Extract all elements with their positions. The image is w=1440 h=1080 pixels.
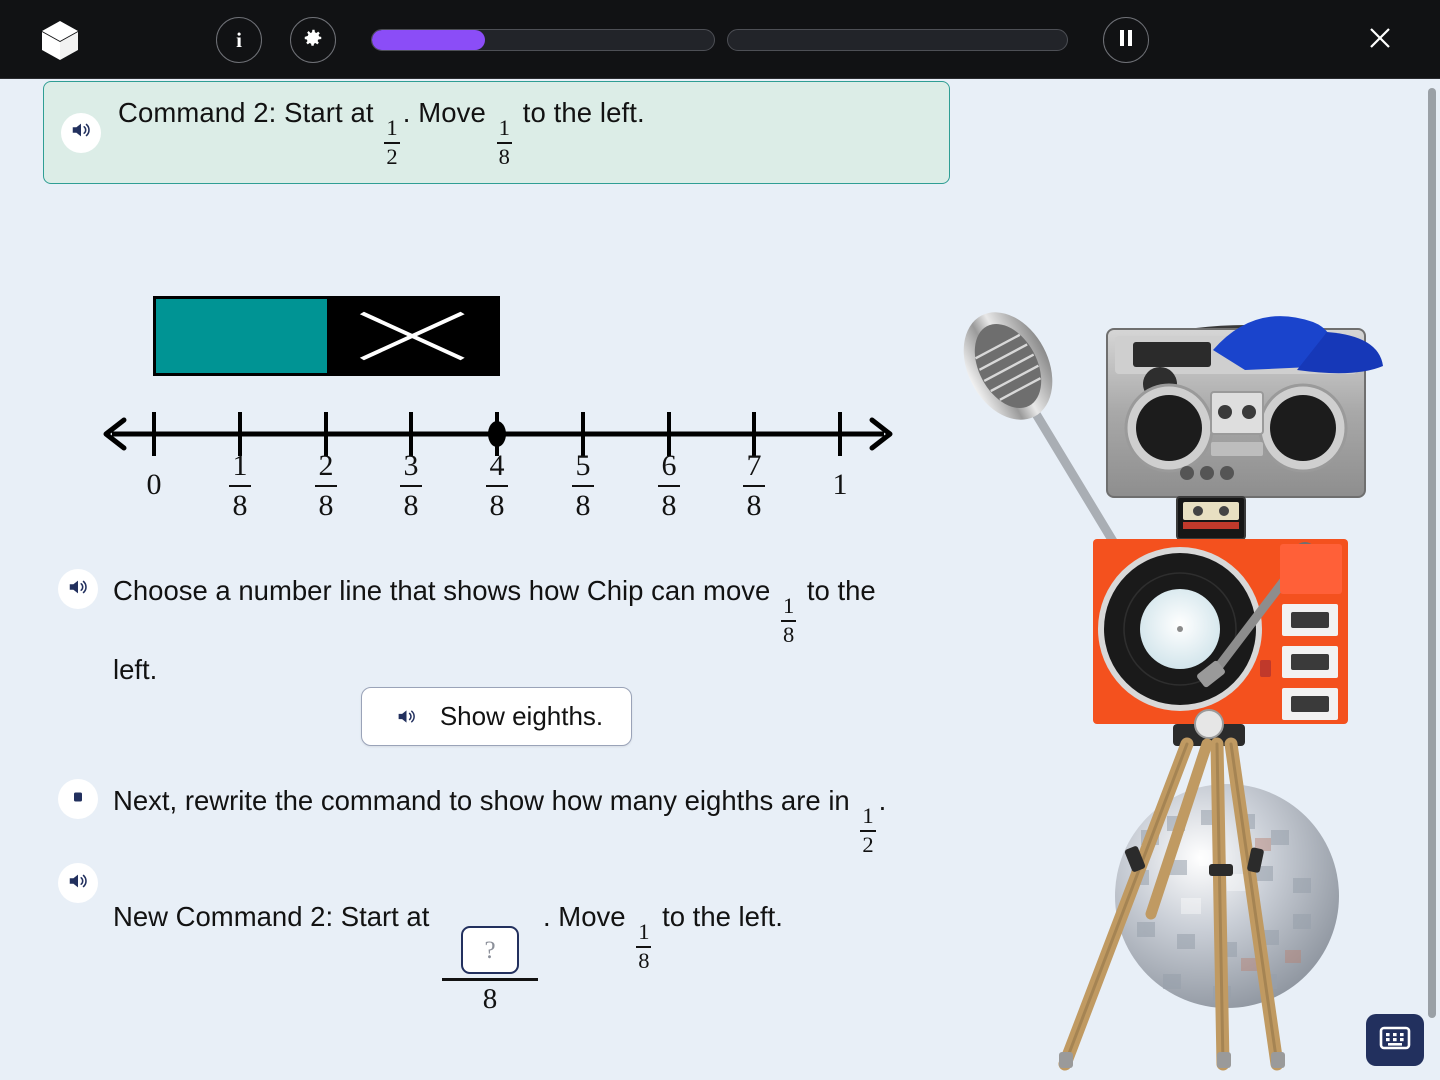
rewrite-stop-button[interactable] — [58, 779, 98, 819]
app-header: i — [0, 0, 1440, 79]
tick-label-7-8: 7 8 — [743, 450, 765, 522]
point-marker-icon — [488, 421, 506, 447]
progress-segment-1[interactable] — [371, 29, 715, 51]
show-eighths-button[interactable]: Show eighths. — [361, 687, 632, 746]
answer-fraction-bar — [442, 978, 539, 981]
new-command-fraction: 1 8 — [636, 919, 652, 973]
rewrite-text-after: . — [878, 785, 887, 816]
speaker-icon — [67, 576, 89, 603]
denominator: 2 — [386, 143, 398, 169]
numerator: 1 — [498, 115, 511, 141]
command-banner: Command 2: Start at 1 2 . Move 1 8 to th… — [43, 81, 950, 184]
tape-empty-half — [326, 299, 497, 373]
x-mark-icon — [359, 311, 465, 361]
character-chip — [955, 274, 1385, 1074]
progress-fill-1 — [372, 30, 485, 50]
microphone-icon — [963, 312, 1053, 420]
prompt-new-command: New Command 2: Start at ? 8 . Move 1 8 t… — [58, 861, 958, 1014]
info-label: i — [236, 27, 242, 52]
number-line-axis — [103, 412, 893, 456]
fraction-bar — [496, 141, 513, 144]
keyboard-icon — [1378, 1024, 1412, 1057]
answer-fraction: ? 8 — [442, 926, 539, 1015]
command-text: Command 2: Start at 1 2 . Move 1 8 to th… — [118, 97, 645, 168]
prompt-rewrite-command: Next, rewrite the command to show how ma… — [58, 777, 958, 856]
tick-label-3-8: 3 8 — [400, 450, 422, 522]
tick-label-1: 1 — [832, 468, 848, 501]
close-icon — [1366, 24, 1394, 57]
choose-fraction: 1 8 — [780, 593, 797, 647]
progress-segment-2[interactable] — [727, 29, 1068, 51]
speaker-icon — [67, 870, 89, 897]
scrollbar-thumb[interactable] — [1428, 88, 1436, 1018]
tape-diagram — [153, 296, 500, 376]
choose-prompt-text: Choose a number line that shows how Chip… — [113, 567, 903, 694]
numerator: 1 — [386, 115, 398, 141]
vertical-scrollbar[interactable] — [1428, 88, 1436, 1063]
settings-button[interactable] — [290, 17, 336, 63]
new-command-audio-button[interactable] — [58, 863, 98, 903]
content-area: Command 2: Start at 1 2 . Move 1 8 to th… — [0, 79, 1440, 1080]
choose-text-before: Choose a number line that shows how Chip… — [113, 575, 771, 606]
command-fraction-one-half: 1 2 — [384, 115, 400, 169]
keyboard-button[interactable] — [1366, 1014, 1424, 1066]
command-prefix: Command 2: Start at — [118, 96, 374, 128]
info-button[interactable]: i — [216, 17, 262, 63]
cube-icon — [38, 18, 82, 62]
new-command-text-before: New Command 2: Start at — [113, 901, 430, 932]
command-fraction-one-eighth: 1 8 — [496, 115, 513, 169]
tick-label-5-8: 5 8 — [572, 450, 594, 522]
prompt-choose-number-line: Choose a number line that shows how Chip… — [58, 567, 958, 694]
blue-cap-icon — [1213, 316, 1383, 374]
tick-label-1-8: 1 8 — [229, 450, 251, 522]
tick-label-2-8: 2 8 — [315, 450, 337, 522]
rewrite-prompt-text: Next, rewrite the command to show how ma… — [113, 777, 886, 856]
show-eighths-label: Show eighths. — [439, 701, 604, 731]
boombox-display — [1133, 342, 1211, 367]
command-audio-button[interactable] — [61, 112, 101, 153]
answer-denominator: 8 — [482, 982, 498, 1015]
command-suffix: to the left. — [522, 96, 645, 128]
new-command-text: New Command 2: Start at ? 8 . Move 1 8 t… — [113, 893, 783, 1014]
answer-input[interactable]: ? — [461, 926, 520, 975]
tripod-legs — [1058, 737, 1284, 1071]
pause-icon — [1116, 27, 1136, 54]
sliders — [1282, 604, 1338, 720]
show-eighths-speaker-icon — [389, 699, 424, 734]
rewrite-text-before: Next, rewrite the command to show how ma… — [113, 785, 850, 816]
denominator: 8 — [498, 143, 511, 169]
rewrite-fraction: 1 2 — [860, 803, 876, 857]
tick-label-0: 0 — [146, 468, 162, 501]
tick-label-6-8: 6 8 — [658, 450, 680, 522]
new-command-text-middle: . Move — [543, 901, 626, 932]
new-command-text-after: to the left. — [662, 901, 783, 932]
tick-label-4-8: 4 8 — [486, 450, 508, 522]
pause-button[interactable] — [1103, 17, 1149, 63]
fraction-bar — [384, 141, 400, 144]
speaker-icon — [70, 119, 92, 146]
command-middle: . Move — [402, 96, 486, 128]
choose-audio-button[interactable] — [58, 569, 98, 609]
close-button[interactable] — [1360, 20, 1400, 60]
number-line: 0 1 8 2 8 3 8 — [0, 394, 960, 534]
choose-text-after: to the left. — [113, 575, 876, 686]
tape-filled-half — [156, 299, 327, 373]
gear-icon — [302, 27, 324, 54]
stop-icon — [70, 789, 86, 810]
fraction-diagram: 0 1 8 2 8 3 8 — [0, 199, 960, 521]
